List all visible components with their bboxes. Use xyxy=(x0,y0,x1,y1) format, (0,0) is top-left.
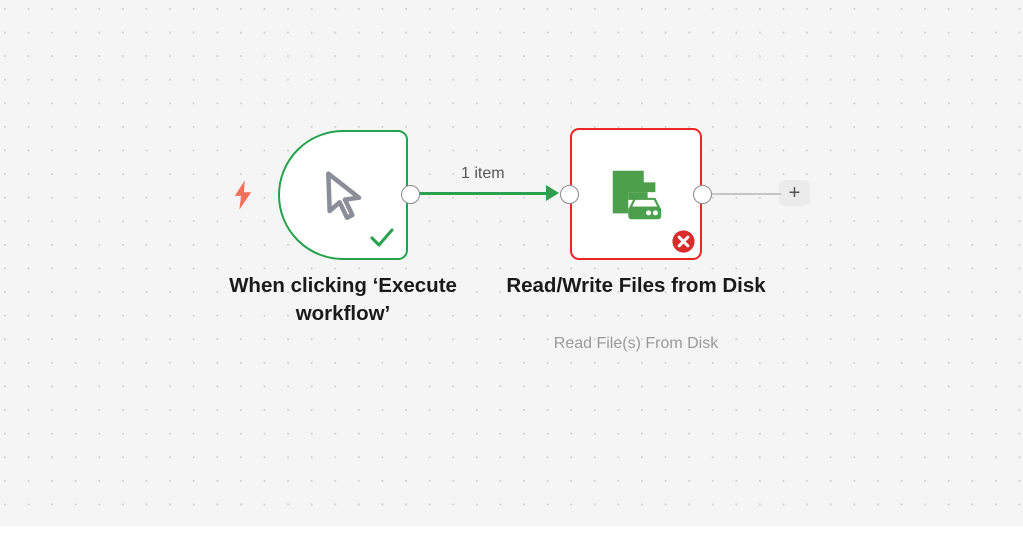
node-title-action: Read/Write Files from Disk xyxy=(506,274,766,297)
node-when-clicking-execute-workflow[interactable] xyxy=(278,130,408,260)
connection-line-gray[interactable] xyxy=(711,192,781,195)
error-x-icon xyxy=(672,230,695,253)
connection-arrowhead-icon xyxy=(546,185,559,201)
connection-item-count-label: 1 item xyxy=(461,165,505,182)
lightning-bolt-icon xyxy=(234,180,252,210)
success-check-icon xyxy=(370,228,394,247)
add-node-button[interactable]: + xyxy=(779,180,810,206)
canvas-bottom-edge xyxy=(0,526,1023,533)
endpoint-action-input[interactable] xyxy=(560,185,579,204)
endpoint-action-output[interactable] xyxy=(693,185,712,204)
connection-line-green[interactable] xyxy=(418,192,552,195)
node-title-trigger: When clicking ‘Execute workflow’ xyxy=(229,274,457,326)
mouse-cursor-icon xyxy=(326,171,362,220)
node-read-write-files-from-disk[interactable] xyxy=(570,128,702,260)
file-disk-icon xyxy=(612,170,662,220)
endpoint-trigger-output[interactable] xyxy=(401,185,420,204)
node-subtitle-action: Read File(s) From Disk xyxy=(553,335,719,352)
